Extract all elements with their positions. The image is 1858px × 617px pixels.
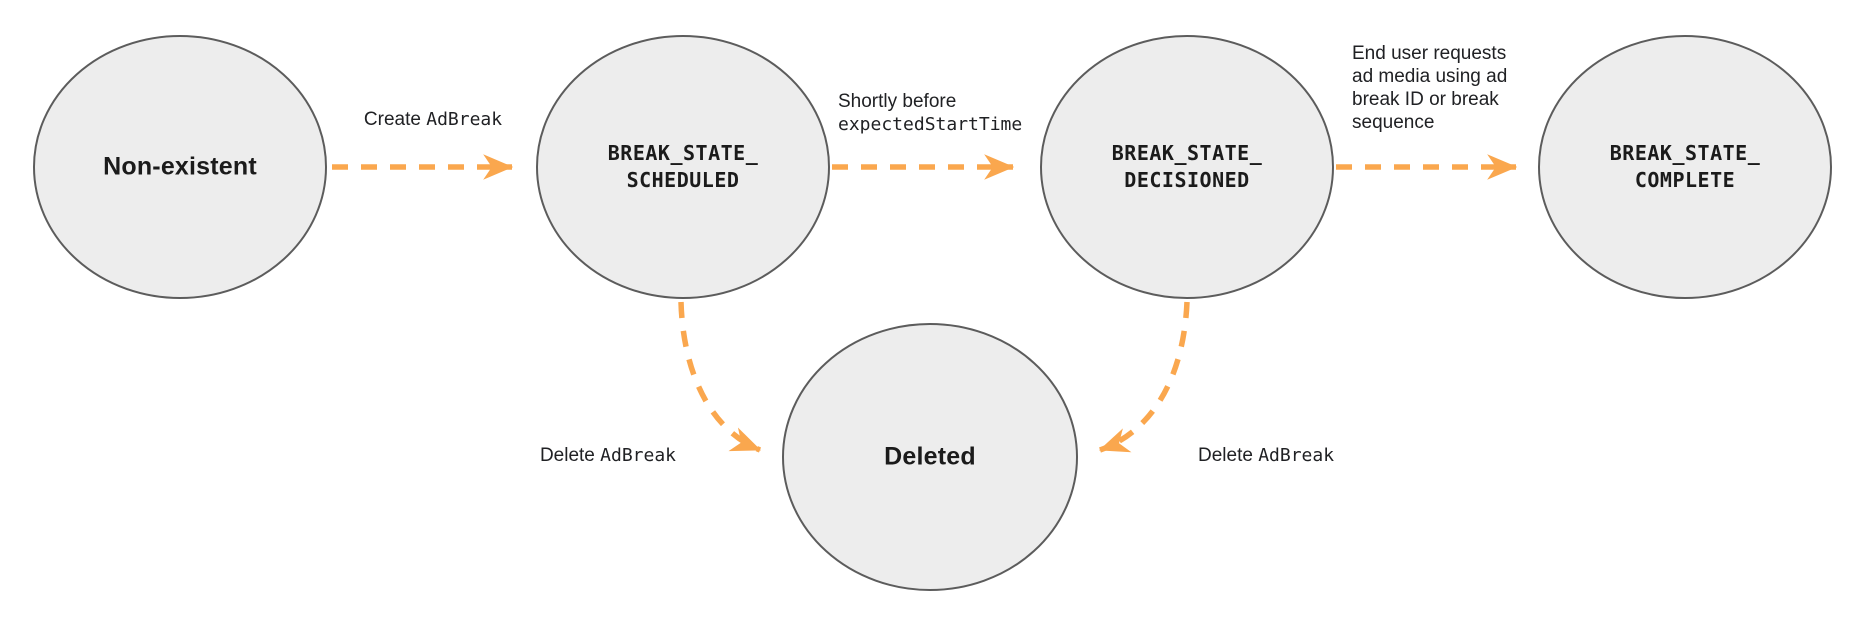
transition-label-shortly-before: Shortly before expectedStartTime	[838, 90, 1022, 136]
transition-label-text: Shortly before	[838, 91, 957, 112]
transition-arrow-delete-adbreak-from-decisioned	[1098, 301, 1190, 453]
state-label-line: DECISIONED	[1124, 168, 1250, 192]
state-node-break-state-decisioned	[1040, 35, 1334, 299]
state-label-line: BREAK_STATE_	[1111, 141, 1263, 165]
state-label-break-state-complete: BREAK_STATE_ COMPLETE	[1610, 140, 1761, 194]
transition-label-text: Delete	[1198, 445, 1259, 466]
state-label-deleted: Deleted	[884, 442, 976, 471]
transition-label-delete-adbreak-left: Delete AdBreak	[540, 444, 676, 467]
transition-label-end-user-requests: End user requests ad media using ad brea…	[1352, 43, 1508, 133]
state-node-break-state-scheduled	[536, 35, 830, 299]
state-label-break-state-scheduled: BREAK_STATE_ SCHEDULED	[608, 140, 759, 194]
state-label-non-existent: Non-existent	[103, 152, 257, 181]
state-node-deleted	[782, 323, 1078, 591]
transition-arrow-delete-adbreak-from-scheduled	[678, 301, 762, 453]
transition-label-code: AdBreak	[426, 109, 503, 130]
state-label-line: BREAK_STATE_	[1609, 141, 1761, 165]
transition-label-code: AdBreak	[1258, 445, 1335, 466]
transition-label-delete-adbreak-right: Delete AdBreak	[1198, 444, 1334, 467]
transition-label-code: expectedStartTime	[838, 114, 1023, 135]
transition-label-code: AdBreak	[600, 445, 676, 466]
transition-label-text: Create	[363, 109, 427, 130]
transition-label-create-adbreak: Create AdBreak	[364, 108, 502, 131]
state-label-line: SCHEDULED	[626, 168, 740, 192]
transition-label-text: Delete	[539, 445, 601, 466]
state-label-line: COMPLETE	[1634, 168, 1736, 192]
state-label-line: BREAK_STATE_	[607, 141, 759, 165]
state-label-break-state-decisioned: BREAK_STATE_ DECISIONED	[1112, 140, 1263, 194]
state-node-break-state-complete	[1538, 35, 1832, 299]
state-node-non-existent	[33, 35, 327, 299]
